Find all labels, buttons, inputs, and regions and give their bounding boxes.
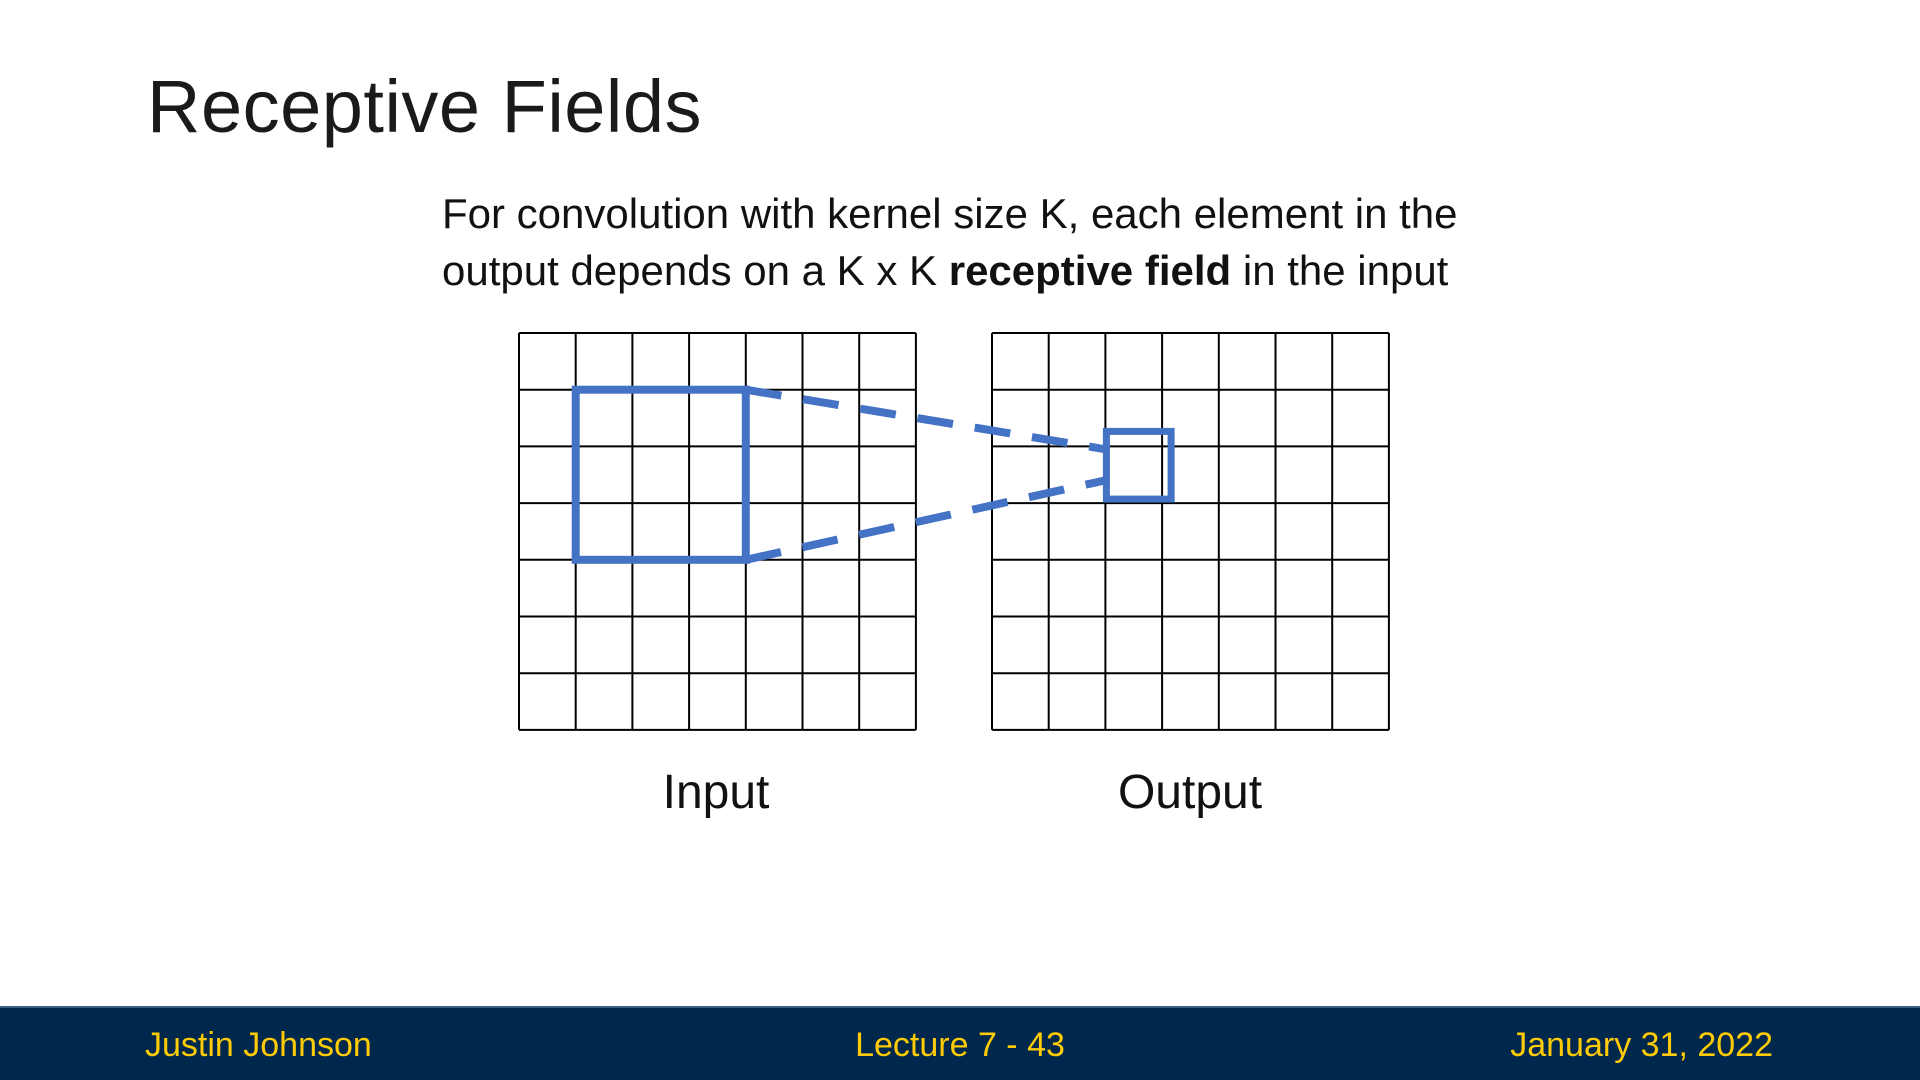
slide-title: Receptive Fields bbox=[147, 65, 703, 148]
body-line-2-post: in the input bbox=[1231, 247, 1449, 294]
body-line-2-pre: output depends on a K x K bbox=[442, 247, 949, 294]
body-line-2: output depends on a K x K receptive fiel… bbox=[442, 242, 1458, 299]
footer-author: Justin Johnson bbox=[145, 1026, 372, 1064]
input-receptive-field-box bbox=[571, 385, 750, 564]
output-grid bbox=[991, 332, 1390, 731]
output-highlight-cell bbox=[1102, 427, 1175, 503]
body-text: For convolution with kernel size K, each… bbox=[442, 185, 1458, 299]
footer-lecture-number: Lecture 7 - 43 bbox=[855, 1026, 1065, 1064]
footer-bar: Justin Johnson Lecture 7 - 43 January 31… bbox=[0, 1006, 1920, 1080]
output-label: Output bbox=[1118, 766, 1262, 819]
connector-bottom-dashed-line bbox=[744, 476, 1108, 564]
receptive-field-connectors bbox=[744, 385, 1108, 564]
input-label: Input bbox=[663, 766, 770, 819]
connector-top-dashed-line bbox=[745, 385, 1108, 454]
footer-date: January 31, 2022 bbox=[1510, 1026, 1773, 1064]
body-bold-term: receptive field bbox=[948, 247, 1232, 294]
body-line-1: For convolution with kernel size K, each… bbox=[442, 190, 1458, 237]
